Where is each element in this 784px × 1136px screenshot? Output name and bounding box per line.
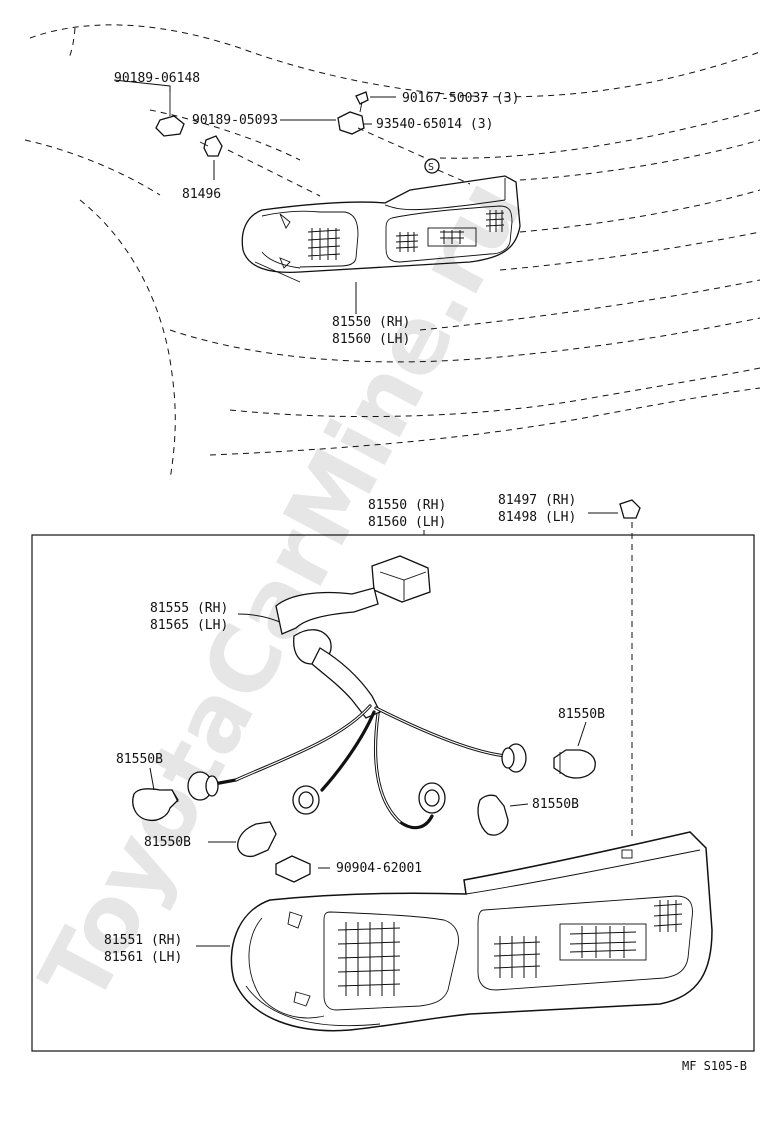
label-81560-lh-top: 81560 (LH) <box>332 332 410 347</box>
label-90189-06148: 90189-06148 <box>114 71 200 86</box>
upper-leaders <box>113 79 396 314</box>
clip-90189-06148 <box>155 90 185 137</box>
label-81550-rh-box: 81550 (RH) <box>368 498 446 513</box>
label-90167-50037: 90167-50037 (3) <box>402 91 519 106</box>
label-81550b-mid-right: 81550B <box>532 797 579 812</box>
lower-leaders <box>149 613 587 947</box>
screw-90167-50037 <box>355 91 369 113</box>
label-81498-lh: 81498 (LH) <box>498 510 576 525</box>
clip-81497 <box>619 499 641 519</box>
label-81565-lh: 81565 (LH) <box>150 618 228 633</box>
diagram-code: MF S105-B <box>682 1059 747 1073</box>
label-81561-lh: 81561 (LH) <box>104 950 182 965</box>
nut-93540-65014: S <box>424 158 440 174</box>
label-81555-rh: 81555 (RH) <box>150 601 228 616</box>
label-81496: 81496 <box>182 187 221 202</box>
label-93540-65014: 93540-65014 (3) <box>376 117 493 132</box>
bracket-90189-05093 <box>337 111 365 135</box>
socket-lower <box>418 782 446 814</box>
bulb-lower-right <box>477 794 509 836</box>
upper-assembly-lines <box>227 127 471 197</box>
label-81551-rh: 81551 (RH) <box>104 933 182 948</box>
label-81497-rh: 81497 (RH) <box>498 493 576 508</box>
screw-mark: S <box>428 162 434 173</box>
label-90904-62001: 90904-62001 <box>336 861 422 876</box>
label-90189-05093: 90189-05093 <box>192 113 278 128</box>
grommet-81496 <box>199 135 223 157</box>
socket-left <box>187 771 219 801</box>
label-81550b-lower-left: 81550B <box>144 835 191 850</box>
bulb-right <box>553 749 596 779</box>
vehicle-body-outline <box>24 24 761 481</box>
label-81550-rh-top: 81550 (RH) <box>332 315 410 330</box>
socket-right <box>501 743 527 773</box>
bulb-left <box>132 788 179 822</box>
label-81550b-left: 81550B <box>116 752 163 767</box>
exploded-view-frame <box>31 534 755 1052</box>
tail-lamp-upper <box>241 175 521 283</box>
label-81550b-right: 81550B <box>558 707 605 722</box>
connector-90904 <box>275 855 311 883</box>
socket-center <box>292 785 320 815</box>
wiring-harness <box>212 555 508 830</box>
label-81560-lh-box: 81560 (LH) <box>368 515 446 530</box>
tail-lamp-lower <box>230 831 713 1032</box>
bulb-lower-left <box>237 821 277 858</box>
